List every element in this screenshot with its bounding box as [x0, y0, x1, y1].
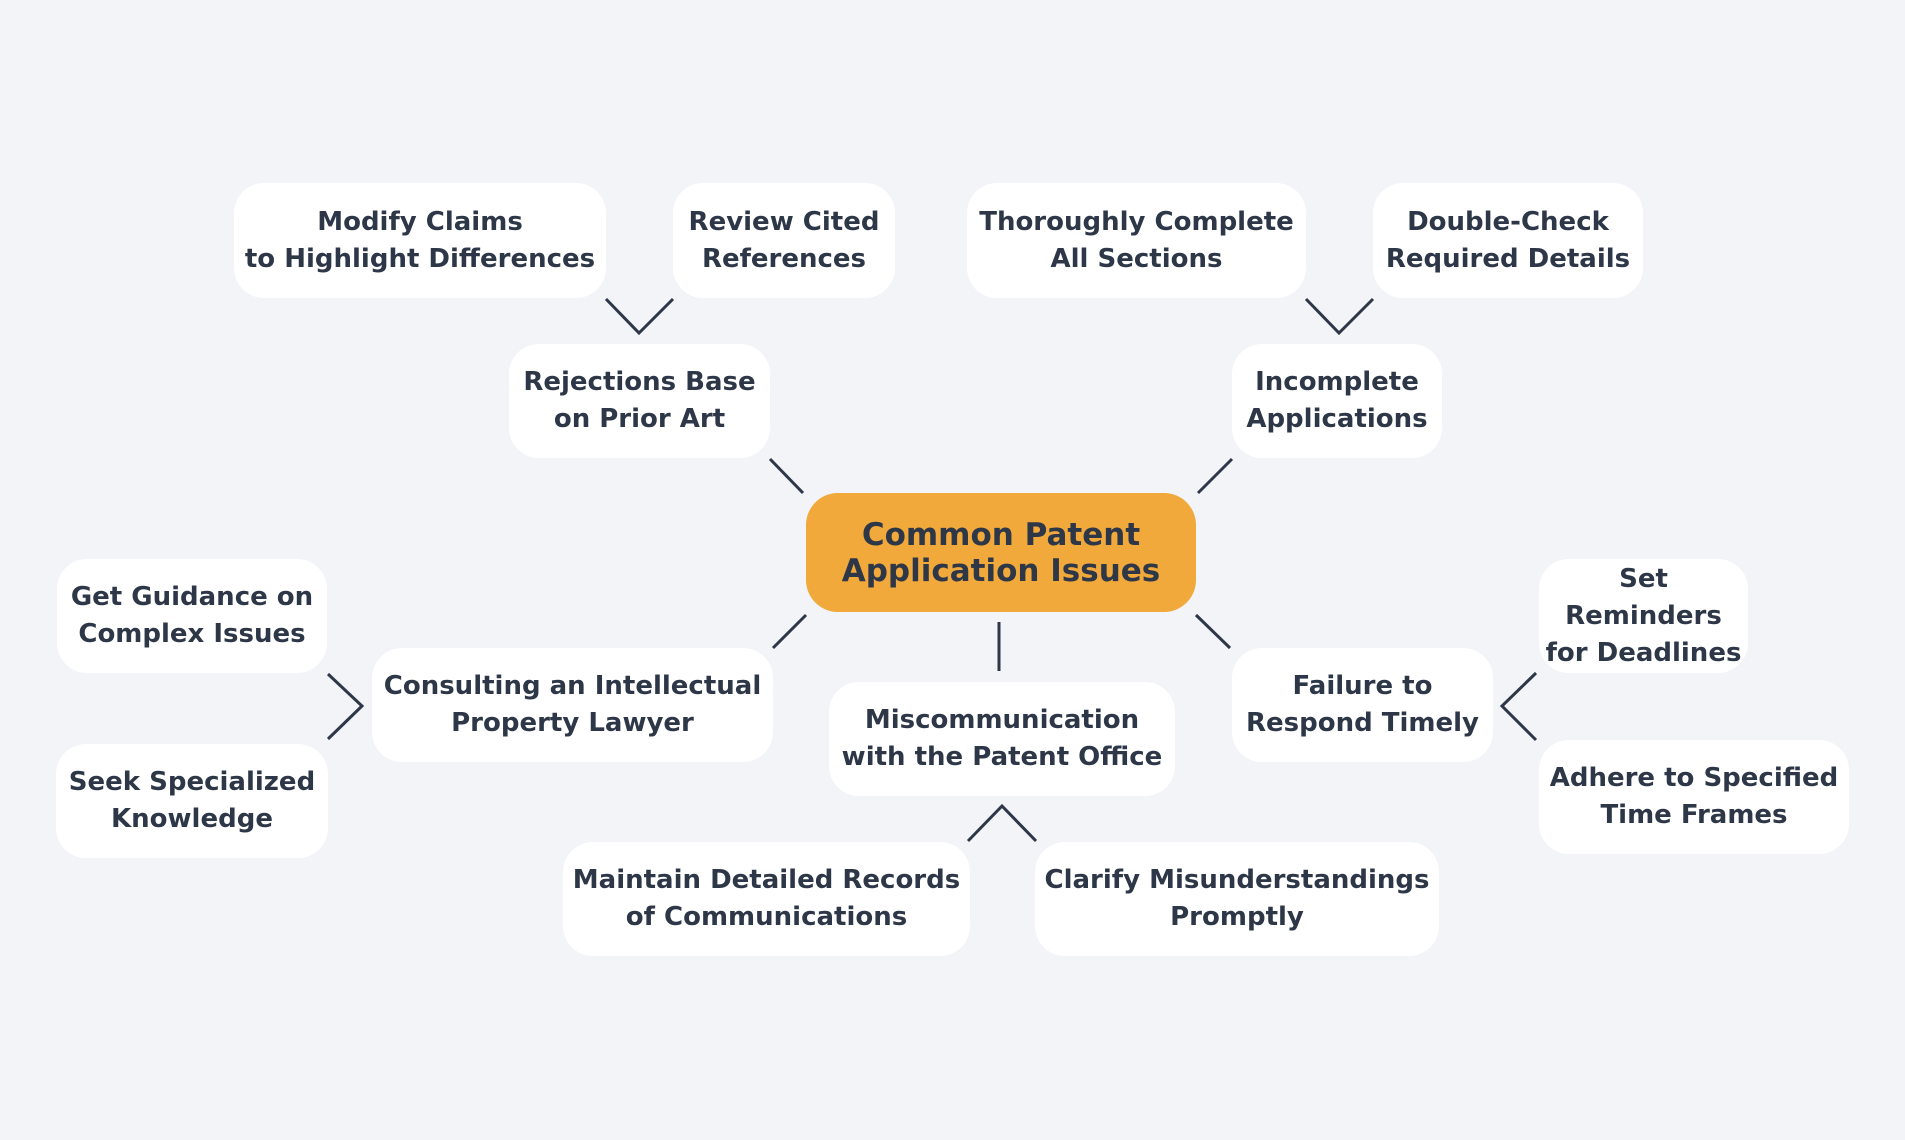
- link-root-incomplete: [1196, 457, 1234, 495]
- link-failure-children: [1499, 671, 1538, 742]
- leaf-node-adhere-timeframes[interactable]: Adhere to Specified Time Frames: [1539, 740, 1849, 854]
- link-root-consulting: [771, 613, 808, 650]
- leaf-node-clarify[interactable]: Clarify Misunderstandings Promptly: [1035, 842, 1439, 956]
- leaf-node-maintain-records[interactable]: Maintain Detailed Records of Communicati…: [563, 842, 970, 956]
- leaf-node-thoroughly-complete[interactable]: Thoroughly Complete All Sections: [967, 183, 1306, 298]
- link-consulting-children: [326, 672, 365, 741]
- link-incomplete-children: [1304, 297, 1375, 336]
- link-root-rejections: [768, 457, 805, 495]
- branch-node-rejections[interactable]: Rejections Base on Prior Art: [509, 344, 770, 458]
- leaf-node-review-references[interactable]: Review Cited References: [673, 183, 895, 298]
- branch-node-failure[interactable]: Failure to Respond Timely: [1232, 648, 1493, 762]
- branch-node-miscommunication[interactable]: Miscommunication with the Patent Office: [829, 682, 1175, 796]
- leaf-node-get-guidance[interactable]: Get Guidance on Complex Issues: [57, 559, 327, 673]
- link-rejections-children: [604, 297, 675, 336]
- branch-node-incomplete[interactable]: Incomplete Applications: [1232, 344, 1442, 458]
- branch-node-consulting[interactable]: Consulting an Intellectual Property Lawy…: [372, 648, 773, 762]
- leaf-node-modify-claims[interactable]: Modify Claims to Highlight Differences: [234, 183, 606, 298]
- leaf-node-seek-knowledge[interactable]: Seek Specialized Knowledge: [56, 744, 328, 858]
- leaf-node-double-check[interactable]: Double-Check Required Details: [1373, 183, 1643, 298]
- root-node[interactable]: Common Patent Application Issues: [806, 493, 1196, 612]
- link-root-failure: [1194, 613, 1232, 650]
- link-miscomm-children: [966, 803, 1038, 843]
- leaf-node-set-reminders[interactable]: Set Reminders for Deadlines: [1539, 559, 1748, 673]
